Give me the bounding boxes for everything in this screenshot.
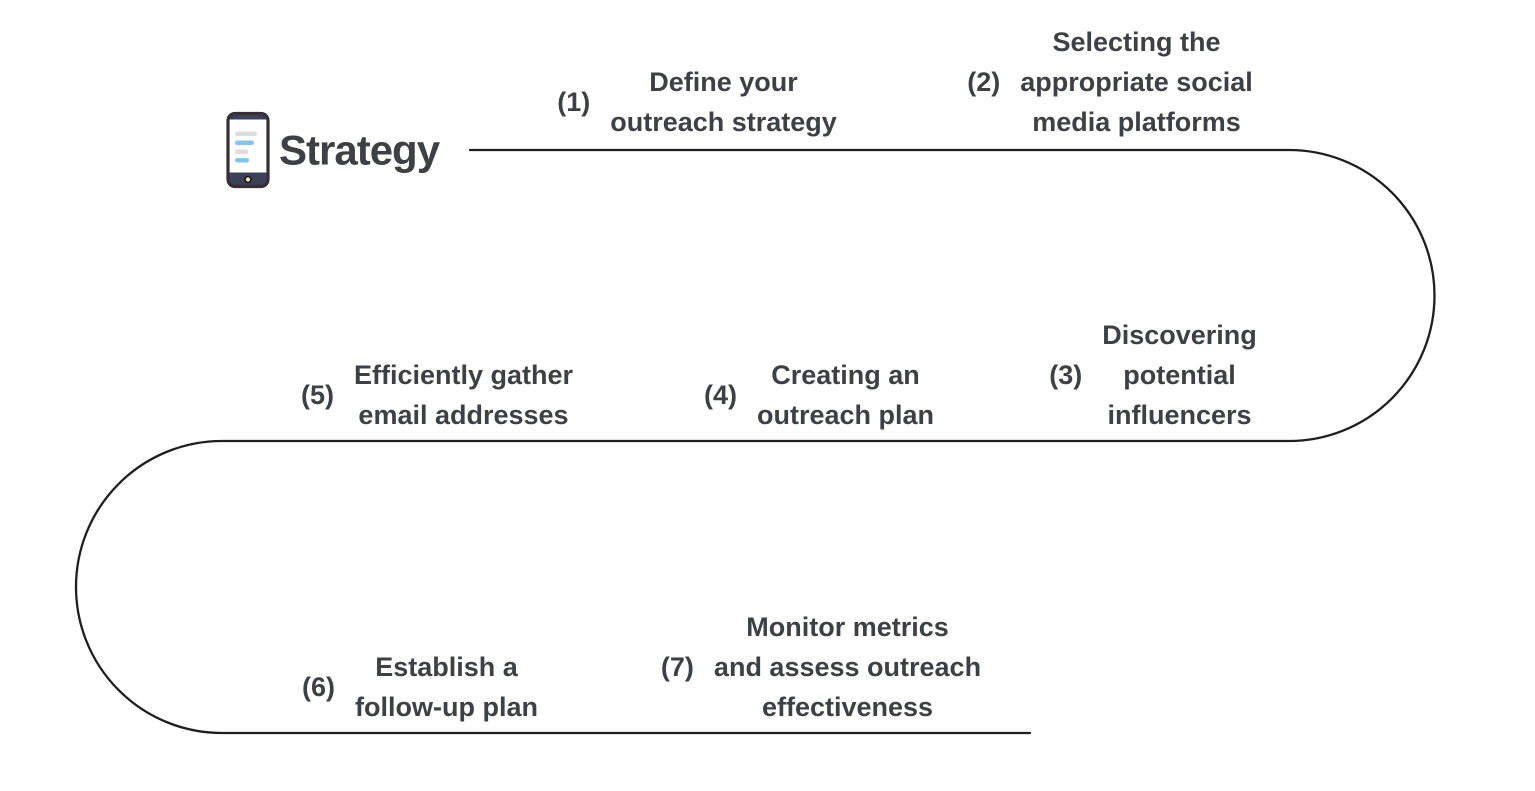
step-1: (1) Define your outreach strategy xyxy=(557,62,837,142)
diagram-header: Strategy xyxy=(226,111,440,189)
step-3-label: Discovering potential influencers xyxy=(1102,320,1257,430)
step-5: (5) Efficiently gather email addresses xyxy=(301,355,573,435)
step-4: (4) Creating an outreach plan xyxy=(704,355,934,435)
smartphone-notes-icon xyxy=(226,111,270,189)
step-2-number: (2) xyxy=(967,66,1001,97)
step-6-number: (6) xyxy=(302,671,336,702)
step-1-number: (1) xyxy=(557,86,591,117)
step-5-label: Efficiently gather email addresses xyxy=(353,360,574,430)
step-3: (3) Discovering potential influencers xyxy=(1049,315,1257,435)
step-2-label: Selecting the appropriate social media p… xyxy=(1020,27,1253,137)
step-4-number: (4) xyxy=(703,379,737,410)
step-2: (2) Selecting the appropriate social med… xyxy=(967,22,1253,142)
diagram-title: Strategy xyxy=(279,126,440,173)
step-1-label: Define your outreach strategy xyxy=(610,67,837,137)
step-7-number: (7) xyxy=(660,651,694,682)
step-7: (7) Monitor metrics and assess outreach … xyxy=(661,607,981,727)
step-7-label: Monitor metrics and assess outreach effe… xyxy=(713,612,982,722)
step-5-number: (5) xyxy=(300,379,334,410)
step-6-label: Establish a follow-up plan xyxy=(355,652,538,722)
step-3-number: (3) xyxy=(1049,359,1083,390)
step-4-label: Creating an outreach plan xyxy=(756,360,935,430)
step-6: (6) Establish a follow-up plan xyxy=(302,647,538,727)
